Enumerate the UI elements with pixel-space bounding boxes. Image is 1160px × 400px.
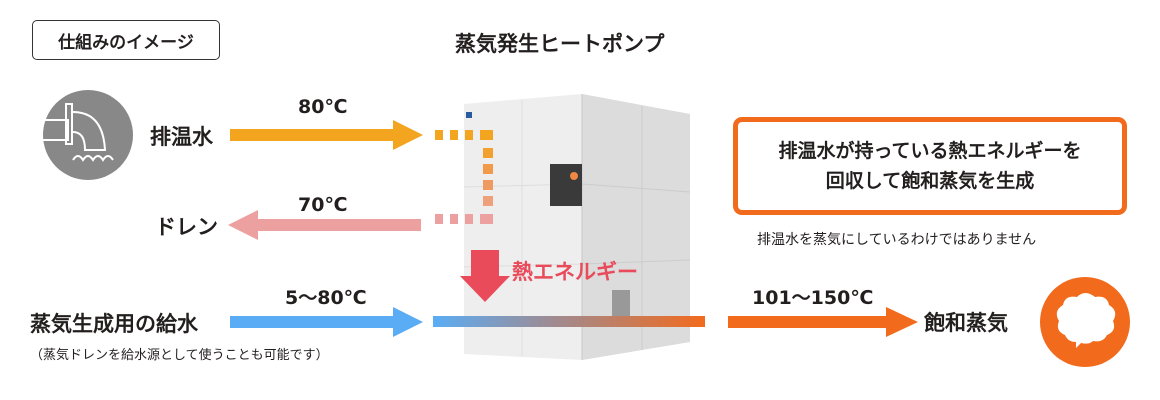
drain-label: ドレン (155, 215, 218, 239)
waste-water-temp: 80℃ (298, 96, 348, 118)
waste-water-arrow (230, 118, 425, 156)
callout-line-1: 排温水が持っている熱エネルギーを (778, 139, 1082, 162)
waste-water-label: 排温水 (150, 125, 213, 149)
feed-water-temp: 5〜80℃ (285, 287, 367, 309)
heat-pump-machine-image (462, 92, 691, 360)
callout-line-2: 回収して飽和蒸気を生成 (825, 170, 1035, 192)
steam-arrow (728, 305, 923, 343)
feed-water-note: （蒸気ドレンを給水源として使うことも可能です） (30, 348, 329, 363)
feed-water-label: 蒸気生成用の給水 (30, 312, 198, 336)
callout-box: 排温水が持っている熱エネルギーを 回収して飽和蒸気を生成 (733, 117, 1127, 215)
drain-temp: 70℃ (298, 194, 348, 216)
steam-label: 飽和蒸気 (924, 311, 1008, 335)
waste-water-pipe-icon (43, 90, 133, 184)
drain-arrow (228, 208, 423, 246)
steam-temp: 101〜150℃ (752, 287, 874, 309)
steam-cloud-icon (1040, 277, 1130, 371)
heating-gradient-bar (433, 316, 705, 327)
heat-down-arrow (460, 250, 510, 306)
feed-water-arrow (230, 305, 425, 343)
page-title: 蒸気発生ヒートポンプ (455, 32, 665, 56)
mechanism-label: 仕組みのイメージ (32, 20, 220, 60)
callout-note: 排温水を蒸気にしているわけではありません (757, 232, 1037, 248)
heat-energy-label: 熱エネルギー (512, 260, 638, 284)
heat-exchange-dotted-path (433, 128, 503, 242)
